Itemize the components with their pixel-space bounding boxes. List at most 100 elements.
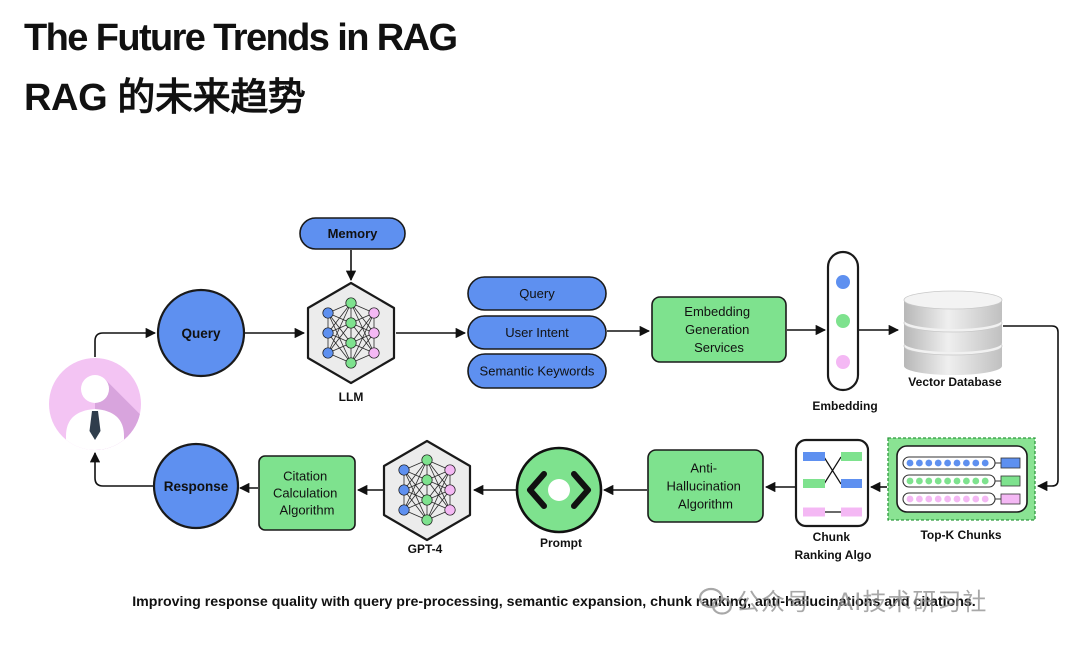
chunk-token-dot: [972, 459, 980, 467]
chunk-ranking-label: Chunk Ranking Algo: [795, 530, 872, 562]
arrow-user-to-query: [94, 327, 157, 357]
network-node: [322, 307, 334, 319]
rank-chip-blue: [803, 452, 825, 461]
connectors: [89, 250, 1059, 496]
chunk-token-dot: [944, 459, 951, 467]
network-node: [368, 327, 380, 339]
query-label: Query: [181, 326, 221, 341]
chunk-tag: [1000, 493, 1021, 505]
chunk-token-dot: [916, 459, 923, 467]
label-line: Algorithm: [280, 503, 335, 518]
label-line: Embedding: [684, 304, 750, 319]
anti-hallucination-node: Anti- Hallucination Algorithm: [647, 449, 764, 523]
chunk-token-dot: [981, 477, 989, 485]
network-node: [398, 504, 410, 516]
embedding-service-box: [651, 296, 787, 363]
chunk-ranking-node: Chunk Ranking Algo: [794, 438, 872, 562]
network-edge: [327, 302, 352, 334]
variant-label: Query: [519, 286, 555, 301]
chunk-token-dot: [981, 495, 989, 503]
network-node: [421, 454, 433, 466]
vector-database-label: Vector Database: [908, 375, 1002, 389]
database-icon: [903, 290, 1003, 375]
chunk-ranking-box: [794, 438, 870, 528]
chunk-token-dot: [906, 495, 914, 503]
label-line: Ranking Algo: [795, 548, 872, 562]
arrow-vector-database-to-top-k: [1003, 325, 1059, 492]
gpt4-node: GPT-4: [382, 439, 472, 556]
prompt-node: Prompt: [515, 446, 603, 550]
user-avatar-icon: [49, 358, 141, 450]
variant-pill: [467, 315, 607, 350]
llm-node: LLM: [306, 281, 396, 404]
code-brackets-icon: [527, 471, 591, 509]
variant-query: Query: [467, 276, 607, 311]
network-edge: [426, 489, 451, 521]
variant-label: Semantic Keywords: [480, 364, 595, 379]
response-label: Response: [164, 479, 229, 494]
label-line: Chunk: [813, 530, 851, 544]
label-line: Algorithm: [678, 497, 733, 512]
query-node: Query: [156, 288, 246, 378]
embedding-service-node: Embedding Generation Services: [651, 296, 787, 363]
rank-chip-pink: [803, 507, 825, 517]
variant-label: User Intent: [505, 325, 569, 340]
response-node: Response: [152, 442, 240, 530]
chunk-token-dot: [916, 495, 923, 503]
network-node: [368, 307, 380, 319]
query-circle: [156, 288, 246, 378]
rank-chip-green: [841, 452, 862, 461]
rank-chip-green: [803, 479, 825, 488]
prompt-label: Prompt: [540, 536, 582, 550]
neural-network-icon: [322, 297, 380, 369]
network-node: [398, 484, 410, 496]
network-node: [322, 347, 334, 359]
chunk-token-dot: [934, 477, 942, 485]
network-edge: [426, 469, 451, 521]
network-edge: [403, 459, 428, 491]
chunk-tag: [1000, 457, 1021, 469]
chunk-token-dot: [963, 495, 970, 503]
network-node: [421, 514, 433, 526]
network-node: [345, 297, 357, 309]
network-edge: [327, 322, 352, 354]
label-line: Generation: [685, 322, 749, 337]
citation-node: Citation Calculation Algorithm: [258, 455, 356, 531]
rank-chip-blue: [841, 479, 862, 488]
embedding-label: Embedding: [812, 399, 877, 413]
chunk-tag: [1000, 475, 1021, 487]
chunk-token-dot: [934, 495, 942, 503]
embedding-node: Embedding: [812, 250, 878, 413]
bracket-right: [571, 471, 591, 509]
network-node: [444, 504, 456, 516]
top-k-chunks-node: Top-K Chunks: [887, 437, 1036, 542]
swap-line: [823, 456, 842, 485]
network-edge: [350, 312, 375, 364]
chunk-token-dot: [906, 477, 914, 485]
chunk-token-dot: [963, 477, 970, 485]
network-node: [322, 327, 334, 339]
embedding-dot-pink: [836, 355, 850, 369]
label-line: Anti-: [690, 461, 717, 476]
network-node: [444, 464, 456, 476]
anti-hallucination-label: Anti- Hallucination Algorithm: [666, 461, 744, 512]
chunk-token-dot: [972, 495, 980, 503]
chunk-token-dot: [944, 477, 951, 485]
anti-hallucination-box: [647, 449, 764, 523]
memory-label: Memory: [328, 226, 379, 241]
chunk-token-dot: [963, 459, 970, 467]
label-line: Hallucination: [666, 479, 740, 494]
arrow-response-to-user: [89, 451, 153, 487]
network-node: [421, 474, 433, 486]
chunk-row-pink: [902, 492, 1021, 506]
avatar-head: [81, 375, 109, 403]
label-line: Services: [694, 340, 744, 355]
network-node: [368, 347, 380, 359]
citation-label: Citation Calculation Algorithm: [273, 469, 341, 518]
top-k-chunks-label: Top-K Chunks: [920, 528, 1001, 542]
network-edge: [327, 302, 352, 354]
chunk-token-dot: [981, 459, 989, 467]
memory-pill: [299, 217, 406, 250]
avatar-tie: [89, 411, 101, 440]
